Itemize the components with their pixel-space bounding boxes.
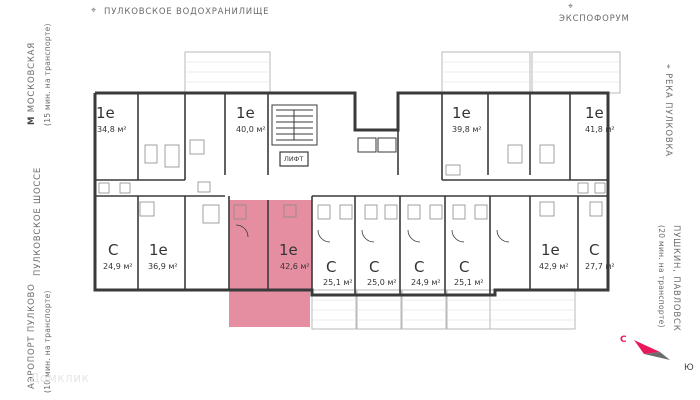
label-expoforum: ЭКСПОФОРУМ bbox=[559, 14, 630, 24]
compass-arrow-icon bbox=[634, 340, 670, 360]
svg-text:39,8 м²: 39,8 м² bbox=[452, 125, 482, 134]
svg-text:40,0 м²: 40,0 м² bbox=[236, 125, 266, 134]
svg-text:ЛИФТ: ЛИФТ bbox=[284, 155, 303, 163]
unit-8[interactable]: С 25,1 м² bbox=[323, 258, 353, 287]
lift-shafts bbox=[357, 137, 397, 153]
svg-text:С: С bbox=[459, 258, 469, 276]
unit-10[interactable]: С 24,9 м² bbox=[411, 258, 441, 287]
compass: С Ю bbox=[612, 330, 700, 380]
balcony-bottom-2 bbox=[356, 289, 402, 330]
svg-text:24,9 м²: 24,9 м² bbox=[103, 262, 133, 271]
balcony-bottom-5 bbox=[489, 289, 576, 330]
balcony-bottom-1 bbox=[311, 289, 357, 330]
svg-text:С: С bbox=[108, 241, 118, 259]
svg-text:25,1 м²: 25,1 м² bbox=[454, 278, 484, 287]
svg-text:25,0 м²: 25,0 м² bbox=[367, 278, 397, 287]
svg-text:27,7 м²: 27,7 м² bbox=[585, 262, 615, 271]
svg-text:34,8 м²: 34,8 м² bbox=[97, 125, 127, 134]
svg-text:С: С bbox=[589, 241, 599, 259]
unit-12[interactable]: 1е 42,9 м² bbox=[539, 241, 569, 271]
doors bbox=[235, 224, 510, 243]
lift: ЛИФТ bbox=[279, 151, 309, 167]
unit-11[interactable]: С 25,1 м² bbox=[454, 258, 484, 287]
svg-text:1е: 1е bbox=[541, 241, 560, 259]
svg-text:36,9 м²: 36,9 м² bbox=[148, 262, 178, 271]
svg-text:С: С bbox=[369, 258, 379, 276]
unit-4[interactable]: 1е 41,8 м² bbox=[585, 104, 615, 134]
unit-5[interactable]: С 24,9 м² bbox=[103, 241, 133, 271]
svg-text:42,9 м²: 42,9 м² bbox=[539, 262, 569, 271]
svg-text:1е: 1е bbox=[279, 241, 298, 259]
svg-text:1е: 1е bbox=[96, 104, 115, 122]
compass-east-label: Ю bbox=[684, 363, 694, 373]
watermark: Домклик bbox=[30, 371, 90, 385]
svg-text:25,1 м²: 25,1 м² bbox=[323, 278, 353, 287]
balcony-bottom-3 bbox=[401, 289, 447, 330]
svg-text:41,8 м²: 41,8 м² bbox=[585, 125, 615, 134]
svg-text:24,9 м²: 24,9 м² bbox=[411, 278, 441, 287]
direction-pin-icon: ⌖ bbox=[568, 2, 574, 12]
fixtures bbox=[98, 139, 606, 224]
label-pulkovo-reservoir: ПУЛКОВСКОЕ ВОДОХРАНИЛИЩЕ bbox=[104, 7, 270, 17]
interior-walls bbox=[95, 93, 608, 295]
svg-text:1е: 1е bbox=[236, 104, 255, 122]
direction-pin-icon: ⌖ bbox=[91, 6, 97, 16]
unit-1[interactable]: 1е 34,8 м² bbox=[96, 104, 127, 134]
balcony-top-right bbox=[531, 51, 621, 94]
unit-2[interactable]: 1е 40,0 м² bbox=[236, 104, 266, 134]
stairwell bbox=[271, 104, 318, 146]
highlighted-apartment[interactable] bbox=[229, 200, 312, 327]
balcony-top-mid bbox=[441, 51, 531, 94]
svg-text:1е: 1е bbox=[149, 241, 168, 259]
balcony-top-left bbox=[184, 51, 271, 94]
unit-6[interactable]: 1е 36,9 м² bbox=[148, 241, 178, 271]
balcony-hatch bbox=[185, 61, 620, 321]
compass-south-label: С bbox=[620, 335, 627, 345]
unit-9[interactable]: С 25,0 м² bbox=[367, 258, 397, 287]
svg-text:1е: 1е bbox=[452, 104, 471, 122]
unit-7-highlighted[interactable]: 1е 42,6 м² bbox=[279, 241, 310, 271]
svg-text:1е: 1е bbox=[585, 104, 604, 122]
svg-text:С: С bbox=[326, 258, 336, 276]
unit-3[interactable]: 1е 39,8 м² bbox=[452, 104, 482, 134]
svg-text:С: С bbox=[414, 258, 424, 276]
svg-text:42,6 м²: 42,6 м² bbox=[280, 262, 310, 271]
unit-13[interactable]: С 27,7 м² bbox=[585, 241, 615, 271]
